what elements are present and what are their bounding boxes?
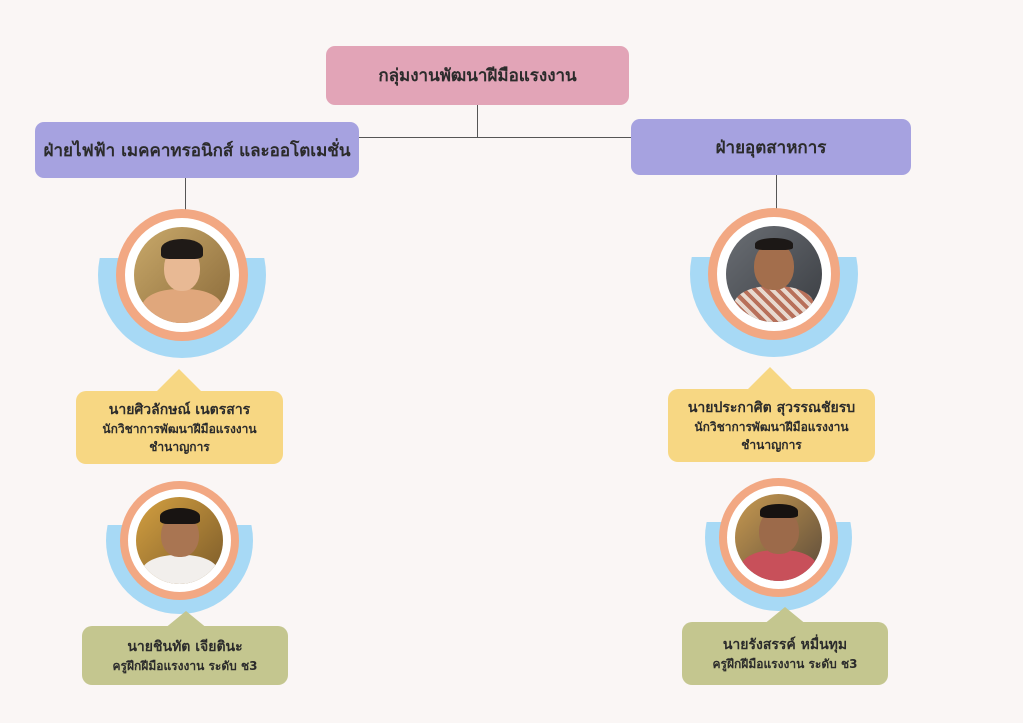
person-name: นายศิวลักษณ์ เนตรสาร <box>108 401 251 418</box>
person-position: ครูฝึกฝีมือแรงงาน ระดับ ช3 <box>712 656 858 671</box>
person-photo <box>735 494 822 581</box>
person-photo <box>726 226 822 322</box>
person-card-left-2: นายชินทัต เจียตินะ ครูฝึกฝีมือแรงงาน ระด… <box>82 626 288 685</box>
person-photo <box>134 227 230 323</box>
root-title: กลุ่มงานพัฒนาฝีมือแรงงาน <box>378 66 577 86</box>
person-position: นักวิชาการพัฒนาฝีมือแรงงาน <box>694 419 849 434</box>
person-photo <box>136 497 223 584</box>
person-level: ชำนาญการ <box>741 437 802 452</box>
person-avatar-left-1 <box>98 209 266 359</box>
connector-right-down <box>776 175 777 211</box>
root-group-box: กลุ่มงานพัฒนาฝีมือแรงงาน <box>326 46 629 105</box>
department-box-industrial: ฝ่ายอุตสาหการ <box>631 119 911 175</box>
card-pointer <box>157 369 201 391</box>
department-title-industrial: ฝ่ายอุตสาหการ <box>715 137 827 158</box>
person-avatar-left-2 <box>106 481 253 614</box>
person-level: ชำนาญการ <box>149 439 210 454</box>
person-card-right-1: นายประกาศิต สุวรรณชัยรบ นักวิชาการพัฒนาฝ… <box>668 389 875 462</box>
person-card-right-2: นายรังสรรค์ หมื่นทุม ครูฝึกฝีมือแรงงาน ร… <box>682 622 888 685</box>
card-pointer <box>164 611 208 629</box>
connector-root-down <box>477 105 478 137</box>
card-pointer <box>763 607 807 625</box>
person-avatar-right-1 <box>690 208 858 358</box>
connector-left-down <box>185 178 186 212</box>
person-position: นักวิชาการพัฒนาฝีมือแรงงาน <box>102 421 257 436</box>
department-box-electrical: ฝ่ายไฟฟ้า เมคคาทรอนิกส์ และออโตเมชั่น <box>35 122 359 178</box>
person-name: นายรังสรรค์ หมื่นทุม <box>722 636 848 653</box>
person-name: นายชินทัต เจียตินะ <box>127 638 243 655</box>
person-avatar-right-2 <box>705 478 852 611</box>
connector-horizontal <box>359 137 632 138</box>
person-card-left-1: นายศิวลักษณ์ เนตรสาร นักวิชาการพัฒนาฝีมื… <box>76 391 283 464</box>
person-position: ครูฝึกฝีมือแรงงาน ระดับ ช3 <box>112 658 258 673</box>
card-pointer <box>748 367 792 389</box>
person-name: นายประกาศิต สุวรรณชัยรบ <box>687 399 856 416</box>
department-title-electrical: ฝ่ายไฟฟ้า เมคคาทรอนิกส์ และออโตเมชั่น <box>43 140 351 161</box>
